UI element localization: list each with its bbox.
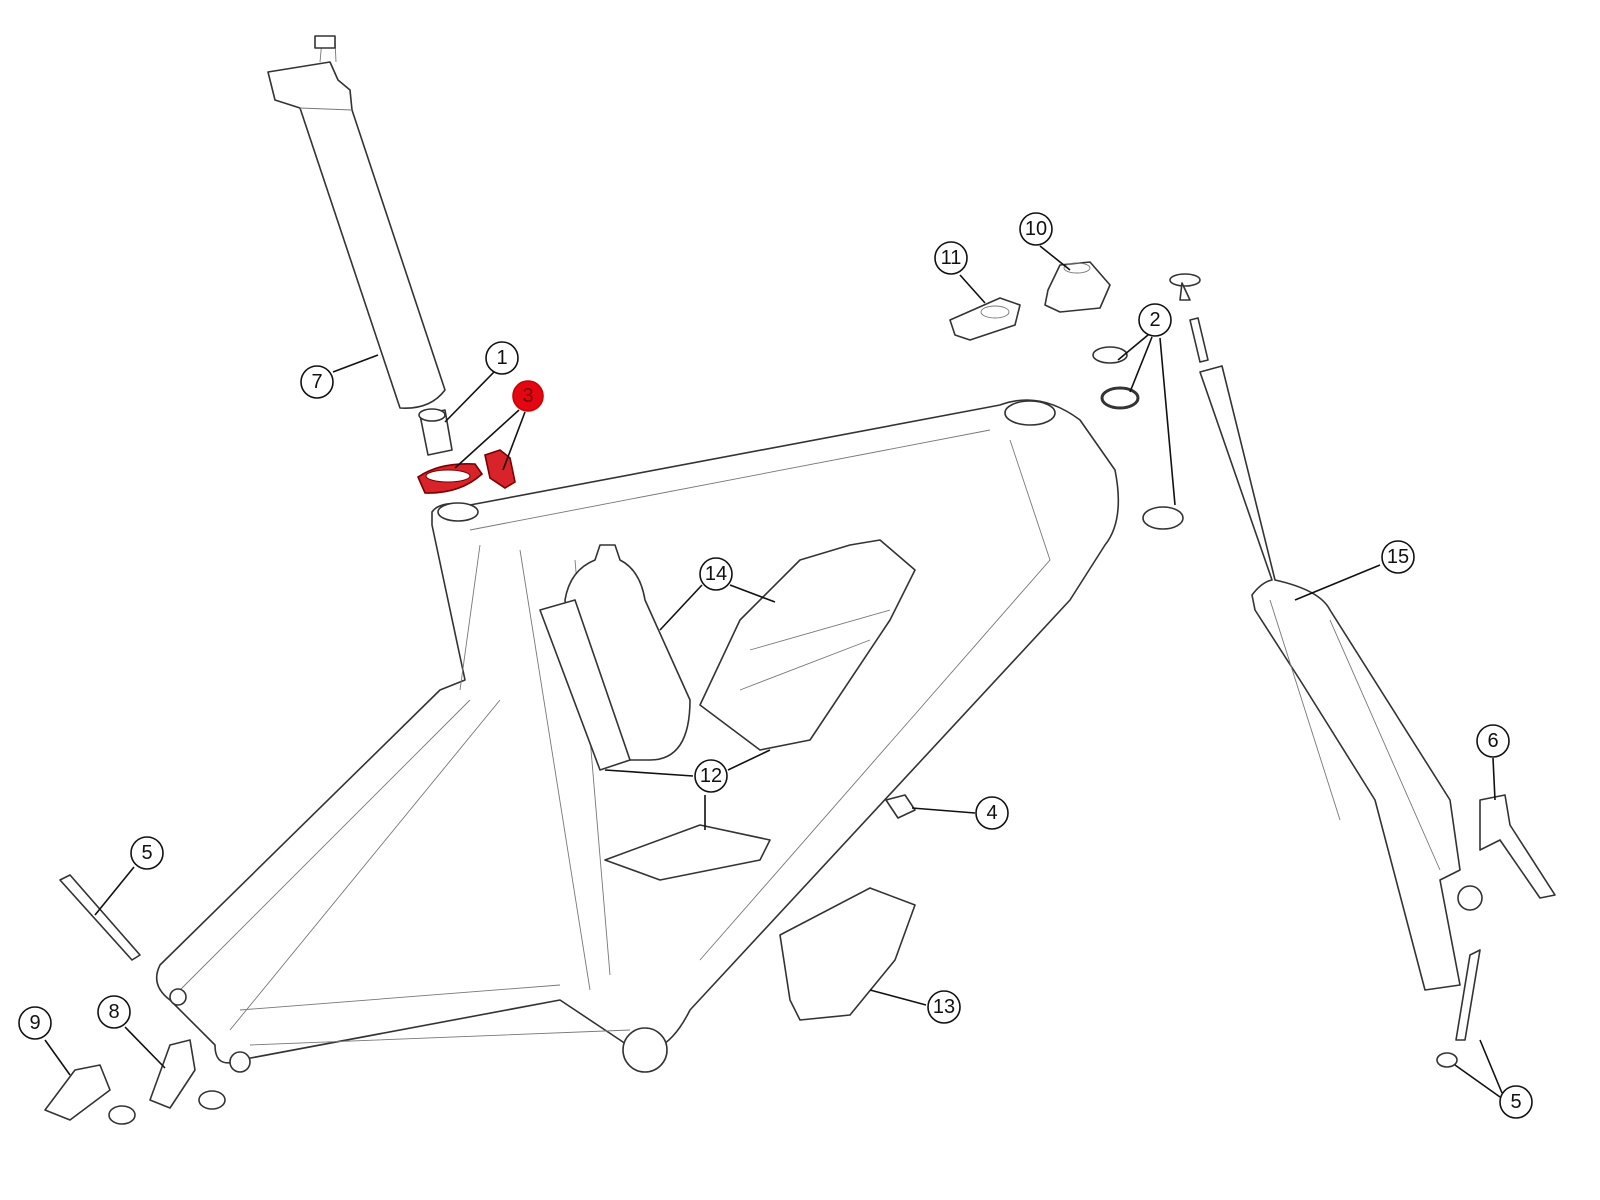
callout-label: 15 (1387, 546, 1409, 568)
callout-12[interactable]: 12 (694, 759, 728, 793)
seatpost (267, 35, 446, 409)
callout-label: 6 (1487, 730, 1498, 752)
bottle-right (699, 539, 916, 751)
callout-4[interactable]: 4 (975, 796, 1009, 830)
callout-label: 5 (1510, 1091, 1521, 1113)
callout-label: 11 (941, 247, 962, 269)
callout-6[interactable]: 6 (1476, 724, 1510, 758)
leader-lines (44, 245, 1503, 1098)
callout-label: 9 (29, 1012, 40, 1034)
plug-part (418, 408, 453, 456)
headset-parts (949, 261, 1209, 530)
callout-11[interactable]: 11 (934, 241, 968, 275)
callout-5-front[interactable]: 5 (1499, 1085, 1533, 1119)
callout-14[interactable]: 14 (699, 557, 733, 591)
callout-label: 8 (108, 1001, 119, 1023)
callout-1[interactable]: 1 (485, 341, 519, 375)
callout-10[interactable]: 10 (1019, 212, 1053, 246)
callout-3-highlighted[interactable]: 3 (512, 380, 544, 412)
callout-13[interactable]: 13 (927, 990, 961, 1024)
callout-label: 4 (986, 802, 997, 824)
callout-15[interactable]: 15 (1381, 540, 1415, 574)
callout-label: 5 (141, 842, 152, 864)
mount-plate (604, 824, 771, 881)
hanger-8 (149, 1039, 196, 1109)
callout-8[interactable]: 8 (97, 995, 131, 1029)
rear-axle (59, 874, 141, 961)
callout-label: 2 (1149, 309, 1160, 331)
frame-pad (779, 887, 916, 1021)
fork (1199, 365, 1556, 991)
callout-2[interactable]: 2 (1138, 303, 1172, 337)
axle-nut (1436, 1052, 1458, 1068)
callout-5-rear[interactable]: 5 (130, 836, 164, 870)
bottle-left (539, 544, 691, 771)
callout-label: 3 (522, 385, 533, 407)
callout-label: 7 (311, 371, 322, 393)
callout-label: 14 (705, 563, 727, 585)
seat-clamp-wedge (417, 449, 516, 494)
callout-label: 10 (1025, 218, 1047, 240)
callout-9[interactable]: 9 (18, 1006, 52, 1040)
callout-label: 1 (496, 347, 507, 369)
hanger-9 (44, 1064, 111, 1121)
callout-label: 12 (700, 765, 722, 787)
hanger-nut-8 (198, 1090, 226, 1110)
front-axle (1455, 949, 1481, 1041)
callout-label: 13 (933, 996, 955, 1018)
callout-7[interactable]: 7 (300, 365, 334, 399)
cable-port (885, 794, 916, 819)
hanger-nut-9 (108, 1105, 136, 1125)
